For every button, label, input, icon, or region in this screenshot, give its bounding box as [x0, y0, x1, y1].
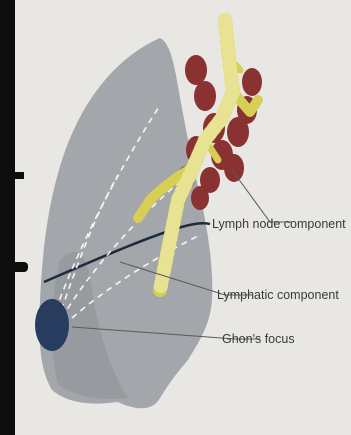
lymphatic-label: Lymphatic component [217, 288, 339, 302]
ghon-focus [35, 299, 69, 351]
lymph-node [185, 55, 207, 85]
ghon-focus-label: Ghon's focus [222, 332, 295, 346]
lymph-node [224, 154, 244, 182]
lymph-node-label: Lymph node component [212, 217, 346, 231]
lymph-node [194, 81, 216, 111]
left-frame [0, 0, 15, 435]
frame-tab-bottom [0, 262, 28, 272]
frame-tab-top [0, 172, 24, 179]
lymph-node [227, 117, 249, 147]
lymph-node [242, 68, 262, 96]
lymph-node [191, 186, 209, 210]
